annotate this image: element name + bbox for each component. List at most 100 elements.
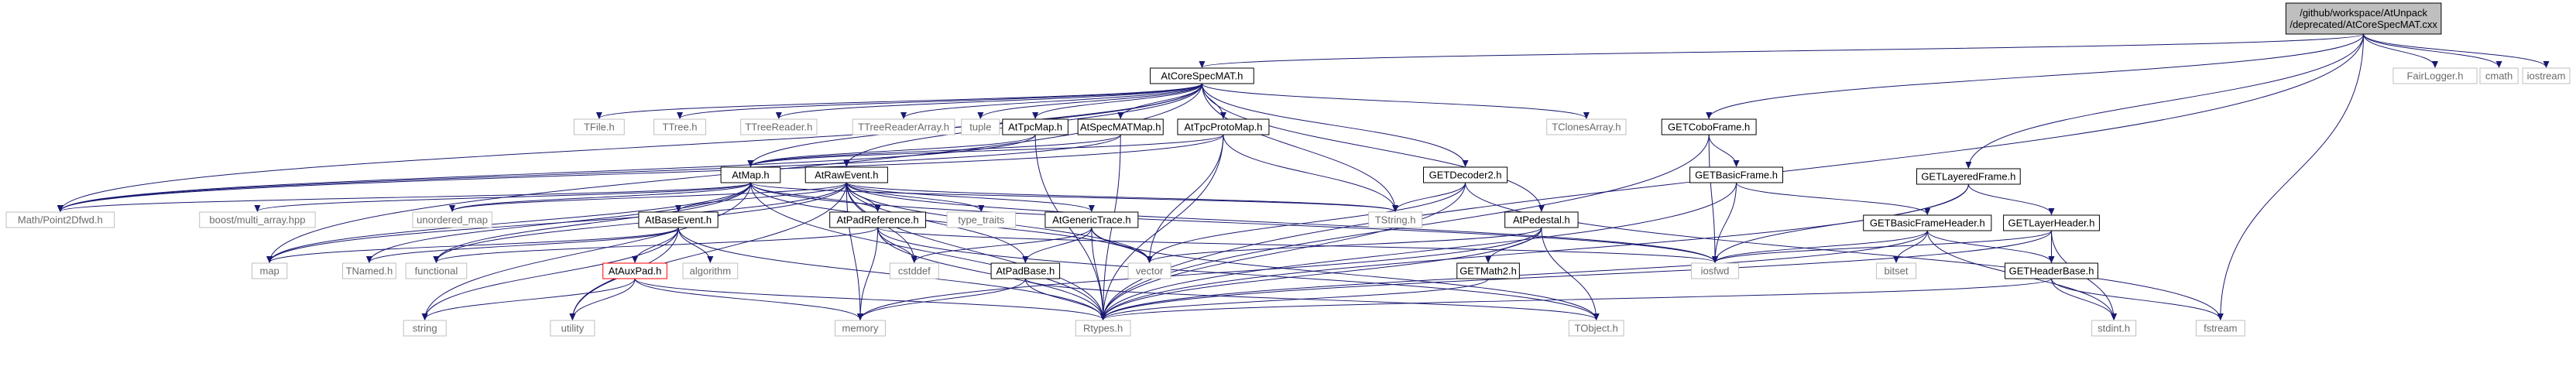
edge-AtCoreSpecMAT-to-TTreeReader — [776, 83, 1202, 119]
node-GETBasicFrame[interactable]: GETBasicFrame.h — [1689, 166, 1783, 183]
node-iostream: iostream — [2522, 67, 2571, 84]
node-AtGenericTrace[interactable]: AtGenericTrace.h — [1044, 211, 1139, 228]
edge-AtAuxPad-to-string — [421, 278, 636, 320]
node-AtTpcProtoMap[interactable]: AtTpcProtoMap.h — [1177, 118, 1270, 135]
node-map: map — [252, 262, 288, 279]
edge-AtTpcMap-to-MathPoint2Dfwd — [57, 134, 1036, 212]
node-label: map — [259, 265, 279, 277]
node-tuple: tuple — [961, 118, 1000, 135]
node-box — [1127, 262, 1171, 279]
node-box — [2479, 67, 2519, 84]
edge-AtPadReference-to-functional — [433, 227, 879, 263]
node-box — [1002, 118, 1068, 135]
node-GETBasicFrameHeader[interactable]: GETBasicFrameHeader.h — [1863, 214, 1992, 231]
node-box — [1546, 118, 1627, 135]
node-TTree: TTree.h — [653, 118, 706, 135]
node-label: type_traits — [958, 214, 1004, 226]
node-box — [2285, 2, 2442, 35]
node-utility: utility — [550, 320, 595, 337]
node-box — [550, 320, 595, 337]
node-box — [2003, 214, 2100, 231]
edge-AtTpcMap-to-AtMap — [747, 134, 1036, 167]
node-TFile: TFile.h — [573, 118, 625, 135]
edge-GETCoboFrame-to-GETBasicFrame — [1708, 134, 1740, 167]
node-AtPadReference[interactable]: AtPadReference.h — [829, 211, 927, 228]
node-AtTpcMap[interactable]: AtTpcMap.h — [1002, 118, 1068, 135]
node-GETHeaderBase[interactable]: GETHeaderBase.h — [2005, 262, 2098, 279]
node-box — [638, 211, 719, 228]
edge-root-to-fstream — [2217, 33, 2365, 320]
node-label: /deprecated/AtCoreSpecMAT.cxx — [2290, 19, 2437, 30]
nodes-layer: /github/workspace/AtUnpack/deprecated/At… — [5, 2, 2571, 337]
node-GETDecoder2[interactable]: GETDecoder2.h — [1422, 166, 1508, 183]
node-cstddef: cstddef — [889, 262, 939, 279]
edge-AtCoreSpecMAT-to-TString — [1201, 83, 1399, 212]
node-label: GETMath2.h — [1460, 265, 1517, 277]
node-label: memory — [842, 323, 879, 334]
node-box — [342, 262, 396, 279]
edge-AtPedestal-to-vector — [1146, 227, 1542, 263]
edge-AtMap-to-map — [266, 182, 751, 263]
edge-GETLayeredFrame-to-Rtypes — [1099, 183, 1969, 320]
node-AtPadBase[interactable]: AtPadBase.h — [990, 262, 1061, 279]
node-AtMap[interactable]: AtMap.h — [720, 166, 781, 183]
node-label: utility — [561, 323, 585, 334]
edge-GETHeaderBase-to-fstream — [2051, 278, 2224, 320]
node-GETLayeredFrame[interactable]: GETLayeredFrame.h — [1916, 168, 2021, 185]
node-memory: memory — [835, 320, 886, 337]
node-box — [653, 118, 706, 135]
node-TClonesArray: TClonesArray.h — [1546, 118, 1627, 135]
node-AtBaseEvent[interactable]: AtBaseEvent.h — [638, 211, 719, 228]
edge-GETBasicFrame-to-Rtypes — [1099, 182, 1737, 320]
edge-AtPadReference-to-memory — [857, 227, 879, 320]
edge-AtRawEvent-to-utility — [569, 182, 847, 320]
edge-GETLayerHeader-to-Rtypes — [1099, 230, 2053, 320]
edge-AtCoreSpecMAT-to-GETDecoder2 — [1201, 83, 1469, 167]
node-TNamed: TNamed.h — [342, 262, 396, 279]
node-GETMath2[interactable]: GETMath2.h — [1456, 262, 1520, 279]
node-label: AtAuxPad.h — [609, 265, 662, 277]
edge-AtGenericTrace-to-cstddef — [911, 227, 1092, 263]
edge-root-to-FairLogger — [2363, 33, 2438, 68]
node-AtSpecMATMap[interactable]: AtSpecMATMap.h — [1077, 118, 1164, 135]
edge-GETDecoder2-to-vector — [1146, 182, 1466, 263]
edge-AtBaseEvent-to-string — [421, 227, 679, 320]
node-box — [1863, 214, 1992, 231]
node-label: AtBaseEvent.h — [645, 214, 712, 226]
node-root[interactable]: /github/workspace/AtUnpack/deprecated/At… — [2285, 2, 2442, 35]
node-label: cmath — [2485, 70, 2513, 82]
node-GETLayerHeader[interactable]: GETLayerHeader.h — [2003, 214, 2100, 231]
node-GETCoboFrame[interactable]: GETCoboFrame.h — [1661, 118, 1757, 135]
node-string: string — [403, 320, 447, 337]
edge-AtMap-to-TString — [749, 182, 1398, 212]
edge-root-to-GETLayeredFrame — [1965, 33, 2365, 169]
edge-AtCoreSpecMAT-to-TClonesArray — [1201, 83, 1590, 119]
node-label: iostream — [2527, 70, 2566, 82]
edge-AtCoreSpecMAT-to-AtPedestal — [1201, 83, 1545, 212]
node-label: TTreeReaderArray.h — [858, 122, 949, 133]
node-label: TTree.h — [663, 122, 698, 133]
edge-AtPadReference-to-iosfwd — [877, 227, 1718, 263]
node-label: TString.h — [1375, 214, 1416, 226]
node-box — [829, 211, 927, 228]
node-box — [1044, 211, 1139, 228]
node-type_traits: type_traits — [946, 211, 1017, 228]
node-label: AtSpecMATMap.h — [1080, 122, 1161, 133]
edge-AtCoreSpecMAT-to-MathPoint2Dfwd — [57, 83, 1202, 212]
node-AtAuxPad[interactable]: AtAuxPad.h — [602, 262, 667, 279]
edge-AtPedestal-to-GETMath2 — [1485, 227, 1542, 263]
node-label: AtTpcMap.h — [1008, 122, 1062, 133]
node-AtCoreSpecMAT[interactable]: AtCoreSpecMAT.h — [1150, 67, 1254, 84]
edge-AtRawEvent-to-AtBaseEvent — [675, 182, 847, 212]
node-TString: TString.h — [1368, 211, 1423, 228]
node-AtPedestal[interactable]: AtPedestal.h — [1504, 211, 1579, 228]
edge-AtRawEvent-to-type_traits — [846, 182, 985, 212]
edge-root-to-AtCoreSpecMAT — [1199, 33, 2365, 68]
node-label: vector — [1136, 265, 1164, 277]
node-label: TNamed.h — [346, 265, 393, 277]
edge-GETMath2-to-Rtypes — [1099, 278, 1489, 320]
node-AtRawEvent[interactable]: AtRawEvent.h — [804, 166, 888, 183]
node-box — [1150, 67, 1254, 84]
edge-AtRawEvent-to-AtPadBase — [846, 182, 1029, 263]
edge-root-to-iostream — [2363, 33, 2550, 68]
